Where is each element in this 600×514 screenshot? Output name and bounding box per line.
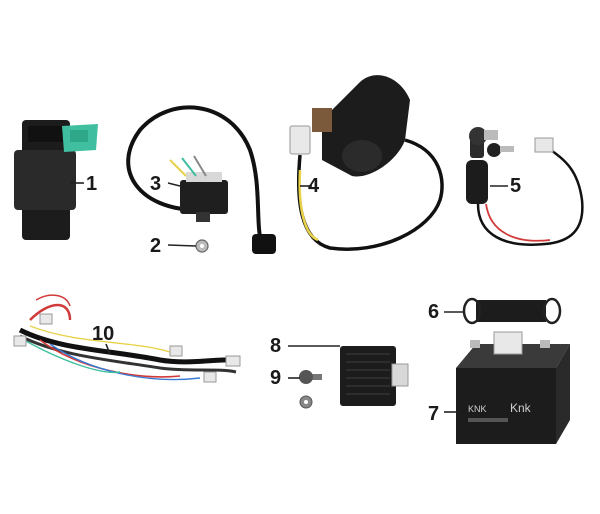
part-10-wiring-harness bbox=[14, 295, 240, 382]
callout-1: 1 bbox=[86, 173, 97, 195]
callout-3: 3 bbox=[150, 173, 161, 195]
leader-lines bbox=[70, 183, 508, 412]
battery-brand-left: KNK bbox=[468, 404, 487, 414]
battery-brand-right: Knk bbox=[510, 401, 532, 415]
callout-8: 8 bbox=[270, 335, 281, 357]
callout-10: 10 bbox=[92, 323, 114, 345]
part-8-flasher-relay bbox=[340, 346, 408, 406]
callout-6: 6 bbox=[428, 301, 439, 323]
callout-4: 4 bbox=[308, 175, 320, 197]
callout-2: 2 bbox=[150, 235, 161, 257]
part-2-washer bbox=[196, 240, 208, 252]
callout-numbers: 1 2 3 4 5 6 7 8 9 10 bbox=[86, 173, 521, 425]
part-6-battery-strap bbox=[464, 299, 560, 323]
callout-9: 9 bbox=[270, 367, 281, 389]
callout-7: 7 bbox=[428, 403, 439, 425]
part-7-battery: KNK Knk bbox=[456, 332, 570, 444]
part-5-ignition-switch bbox=[466, 127, 582, 245]
callout-5: 5 bbox=[510, 175, 521, 197]
part-9-bolt-nut bbox=[299, 370, 322, 408]
part-4-starter-relay bbox=[290, 75, 442, 249]
